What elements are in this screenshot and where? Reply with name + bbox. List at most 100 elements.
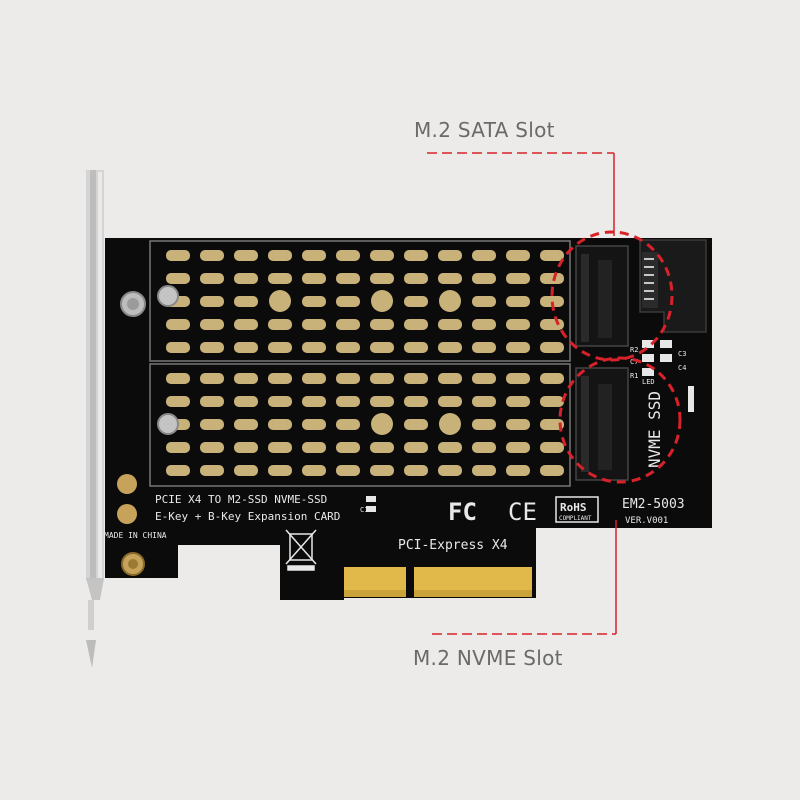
top-pad (540, 250, 564, 261)
bottom-pad (200, 442, 224, 453)
top-pad (302, 319, 326, 330)
bottom-pad (268, 465, 292, 476)
silk-line1: PCIE X4 TO M2-SSD NVME-SSD (155, 493, 327, 506)
bottom-pad (506, 373, 530, 384)
bottom-pad (404, 465, 428, 476)
top-pad (439, 290, 461, 312)
bottom-pad (336, 465, 360, 476)
top-pad (200, 342, 224, 353)
bottom-pad (472, 373, 496, 384)
top-pad (336, 273, 360, 284)
fcc-mark: FC (448, 498, 477, 526)
bottom-pad (336, 396, 360, 407)
bottom-pad (166, 373, 190, 384)
top-pad (302, 296, 326, 307)
bottom-pad (370, 373, 394, 384)
top-pad (234, 273, 258, 284)
top-pad (336, 342, 360, 353)
pcie-gold-fingers (344, 567, 532, 597)
top-pad (472, 342, 496, 353)
silk-vertical-nvme-ssd: NVME SSD (645, 391, 664, 468)
bottom-pad (472, 442, 496, 453)
silk-version: VER.V001 (625, 516, 668, 526)
bottom-pad (472, 419, 496, 430)
bottom-pad (404, 442, 428, 453)
top-pad (234, 319, 258, 330)
rohs-box (555, 496, 599, 523)
ssd-area-top (149, 240, 571, 362)
bottom-pad (234, 396, 258, 407)
top-pad (269, 290, 291, 312)
bottom-pad (302, 442, 326, 453)
bottom-pad (268, 396, 292, 407)
bottom-pad (302, 465, 326, 476)
bottom-pad (234, 419, 258, 430)
bottom-pad (336, 442, 360, 453)
top-pad (506, 342, 530, 353)
bottom-pad (371, 413, 393, 435)
smd-components (366, 340, 694, 512)
top-pad (438, 342, 462, 353)
metal-bracket (86, 170, 104, 668)
top-pad (540, 319, 564, 330)
bottom-pad (540, 396, 564, 407)
silk-interface: PCI-Express X4 (398, 538, 508, 553)
top-pad (506, 250, 530, 261)
top-pad (404, 296, 428, 307)
top-pad (438, 273, 462, 284)
sata-connector (639, 239, 707, 333)
top-pad (540, 273, 564, 284)
rohs-sub: COMPLIANT (559, 515, 592, 522)
top-pad (404, 250, 428, 261)
bottom-pad (540, 419, 564, 430)
top-pad (268, 342, 292, 353)
bottom-pad (506, 396, 530, 407)
top-pad (234, 250, 258, 261)
top-pad (404, 273, 428, 284)
silk-c4: C4 (678, 364, 686, 372)
bottom-pad (302, 373, 326, 384)
top-pad (371, 290, 393, 312)
silk-led: LED (642, 378, 655, 386)
silk-model: EM2-5003 (622, 497, 685, 512)
bottom-pad (540, 373, 564, 384)
bottom-pad (268, 442, 292, 453)
bottom-pad (166, 442, 190, 453)
top-pad (438, 319, 462, 330)
silk-r2: R2 (630, 346, 638, 354)
bottom-pad (370, 465, 394, 476)
top-pad (472, 273, 496, 284)
top-pad (336, 319, 360, 330)
bottom-pad (438, 373, 462, 384)
top-pad (370, 319, 394, 330)
top-pad (370, 273, 394, 284)
bottom-pad (166, 396, 190, 407)
silk-c7: C7 (630, 358, 638, 366)
top-pad (472, 319, 496, 330)
top-pad (200, 296, 224, 307)
bottom-pad (302, 396, 326, 407)
bottom-pad (336, 373, 360, 384)
top-pad (438, 250, 462, 261)
silk-made-in: MADE IN CHINA (104, 531, 167, 540)
top-pad (506, 296, 530, 307)
ce-mark: CE (508, 498, 537, 526)
silk-c2: C2 (368, 495, 376, 503)
top-pad (302, 342, 326, 353)
bottom-pad (472, 396, 496, 407)
bottom-pad (506, 419, 530, 430)
top-pad (166, 250, 190, 261)
silk-c3: C3 (678, 350, 686, 358)
bottom-pad (506, 465, 530, 476)
top-pad (200, 250, 224, 261)
top-pad (506, 319, 530, 330)
bottom-pad (540, 465, 564, 476)
top-pad (200, 319, 224, 330)
top-pad (302, 273, 326, 284)
bottom-pad (404, 396, 428, 407)
bottom-pad (234, 373, 258, 384)
top-pad (234, 296, 258, 307)
rohs-mark: RoHS (560, 501, 587, 514)
m2-socket-top (575, 245, 629, 347)
bottom-pad (336, 419, 360, 430)
